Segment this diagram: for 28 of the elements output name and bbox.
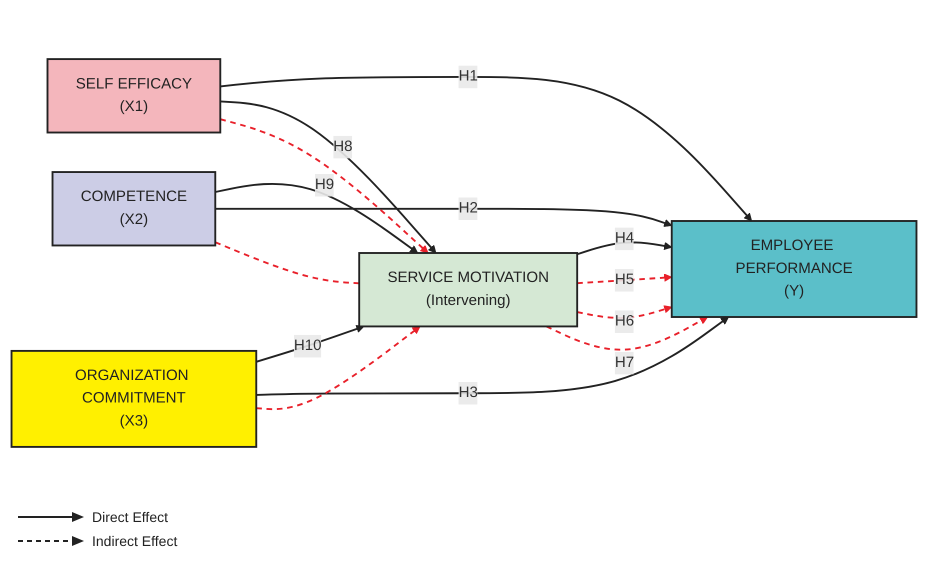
arrow <box>215 182 418 253</box>
arrow <box>215 207 672 226</box>
arrow <box>577 273 672 284</box>
arrow <box>577 304 672 318</box>
edge-label: H9 <box>314 176 334 192</box>
arrow <box>546 316 708 350</box>
edge-label: H7 <box>614 354 634 370</box>
connector <box>214 240 360 284</box>
edge-label: H5 <box>614 271 634 288</box>
arrow <box>256 324 364 362</box>
edge-label: H2 <box>458 200 478 216</box>
legend-label: Indirect Effect <box>92 533 178 549</box>
arrow <box>576 240 672 255</box>
edge-label: H8 <box>333 138 353 154</box>
node-box: COMPETENCE (X2) <box>52 170 216 246</box>
edge-label: H4 <box>614 230 634 246</box>
node-box: SELF EFFICACY (X1) <box>46 58 222 133</box>
node-box: SERVICE MOTIVATION (Intervening) <box>358 252 578 327</box>
arrow <box>220 76 752 221</box>
arrow <box>256 326 420 410</box>
edge-label: H10 <box>294 337 322 354</box>
arrow <box>256 316 729 396</box>
edge-label: H1 <box>458 68 478 84</box>
edge-label: H3 <box>458 384 478 400</box>
edge-label: H6 <box>614 312 634 329</box>
legend-label: Direct Effect <box>92 509 168 525</box>
node-box: EMPLOYEE PERFORMANCE (Y) <box>670 220 918 318</box>
node-box: ORGANIZATION COMMITMENT (X3) <box>10 349 258 448</box>
